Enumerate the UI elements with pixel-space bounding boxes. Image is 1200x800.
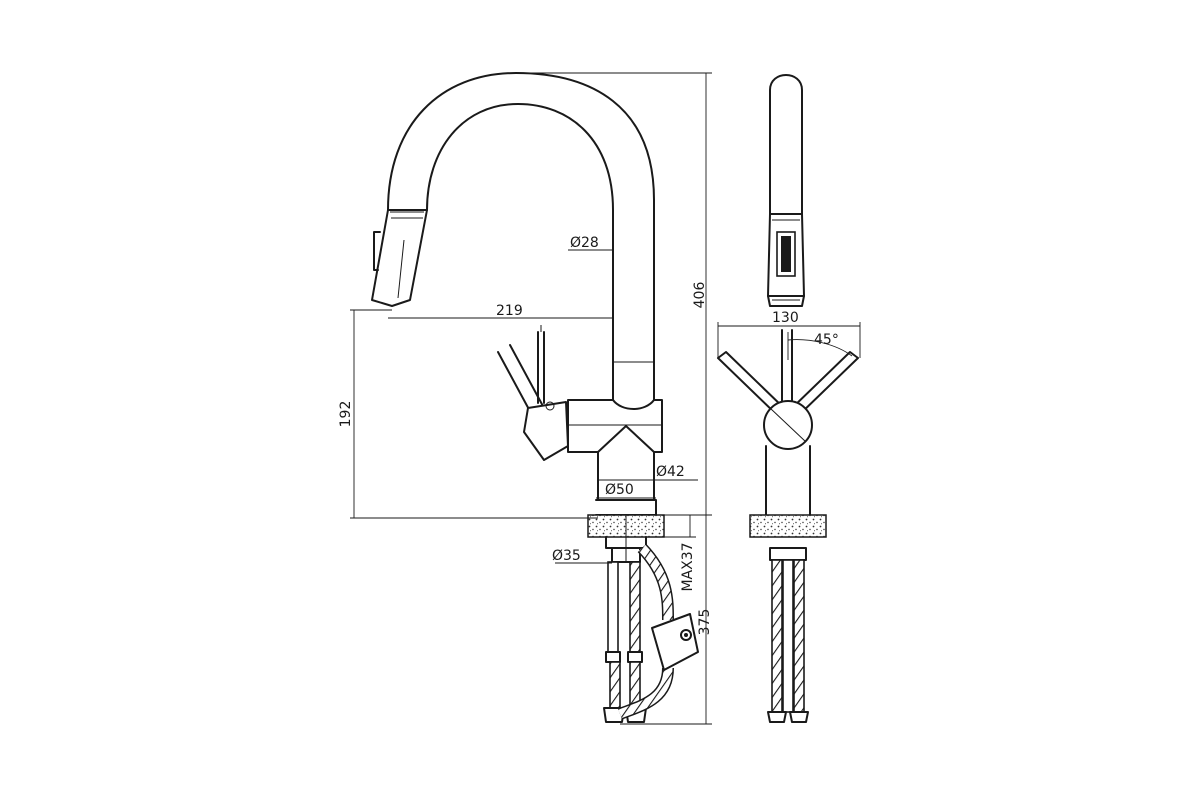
label-length-375: 375 [697, 609, 713, 636]
front-view: 130 45° [717, 74, 861, 723]
hose-weight [651, 613, 699, 671]
label-length-219: 219 [496, 303, 523, 319]
supply-hoses [603, 561, 647, 723]
label-angle-45: 45° [814, 332, 839, 348]
faucet-body [567, 361, 663, 501]
spout-inner-curve [426, 103, 614, 363]
label-diameter-28: Ø28 [570, 235, 599, 251]
label-width-130: 130 [772, 310, 799, 326]
mounting-shank [605, 515, 647, 563]
dimension-lines-side [350, 72, 712, 725]
front-lever-left [717, 351, 787, 417]
dimension-lines-front [717, 322, 861, 360]
label-max-37: MAX37 [680, 542, 696, 591]
front-countertop [749, 514, 827, 538]
base-flange [595, 499, 657, 516]
lever-handle [497, 325, 569, 461]
label-diameter-42: Ø42 [656, 464, 685, 480]
label-height-192: 192 [338, 401, 354, 428]
side-view: Ø28 219 192 406 Ø42 Ø50 Ø35 MAX37 375 [338, 72, 713, 725]
front-riser [781, 329, 793, 411]
front-spout [769, 74, 803, 215]
front-lever-right [789, 351, 859, 417]
front-hoses [767, 547, 809, 723]
spray-head [371, 209, 428, 307]
label-height-406: 406 [692, 282, 708, 309]
label-diameter-35: Ø35 [552, 548, 581, 564]
pull-out-hose [617, 543, 674, 720]
label-diameter-50: Ø50 [605, 482, 634, 498]
front-body [765, 445, 811, 516]
front-spray-head [767, 213, 805, 307]
